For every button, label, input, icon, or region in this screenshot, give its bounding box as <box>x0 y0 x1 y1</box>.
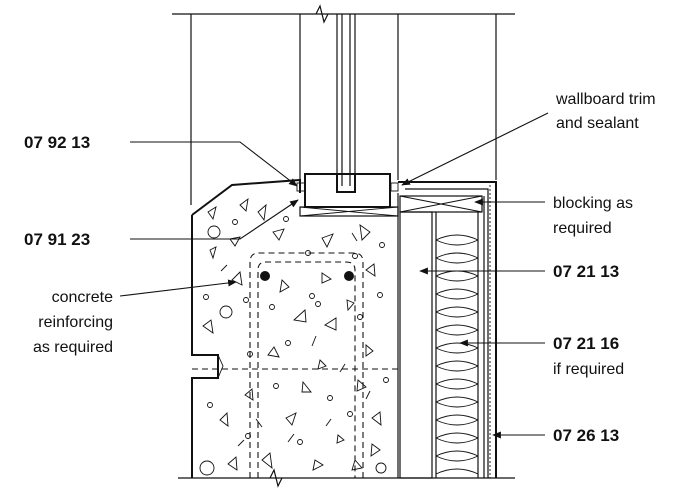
rigid-insulation <box>399 211 433 479</box>
label-if-required: if required <box>553 361 624 378</box>
label-blocking-line1: blocking as <box>553 195 633 212</box>
window-sill-frame <box>296 173 399 208</box>
window-glazing <box>336 14 356 192</box>
upper-wall-frame <box>172 4 515 205</box>
label-blocking-line2: required <box>553 220 612 237</box>
concrete-wall <box>191 178 399 478</box>
bottom-break <box>178 468 515 488</box>
label-wallboard-line2: and sealant <box>556 115 639 132</box>
label-07-91-23: 07 91 23 <box>24 230 90 249</box>
reinforcing-cage <box>192 252 398 478</box>
label-concrete-line3: as required <box>33 339 113 356</box>
label-07-21-13: 07 21 13 <box>553 262 619 281</box>
label-07-92-13: 07 92 13 <box>24 133 90 152</box>
sill-blocking <box>299 206 399 217</box>
leaders-left <box>119 141 299 297</box>
top-blocking <box>399 195 483 213</box>
label-07-26-13: 07 26 13 <box>553 426 619 445</box>
label-07-21-16: 07 21 16 <box>553 334 619 353</box>
interior-wallboard <box>398 181 497 478</box>
batt-insulation <box>435 212 479 478</box>
rebar-dot-right <box>344 271 354 281</box>
rebar-dot-left <box>260 271 270 281</box>
label-concrete-line2: reinforcing <box>38 314 113 331</box>
concrete-aggregate <box>199 197 389 476</box>
leaders-right <box>401 112 549 439</box>
label-concrete-line1: concrete <box>52 289 113 306</box>
label-wallboard-line1: wallboard trim <box>555 91 656 108</box>
